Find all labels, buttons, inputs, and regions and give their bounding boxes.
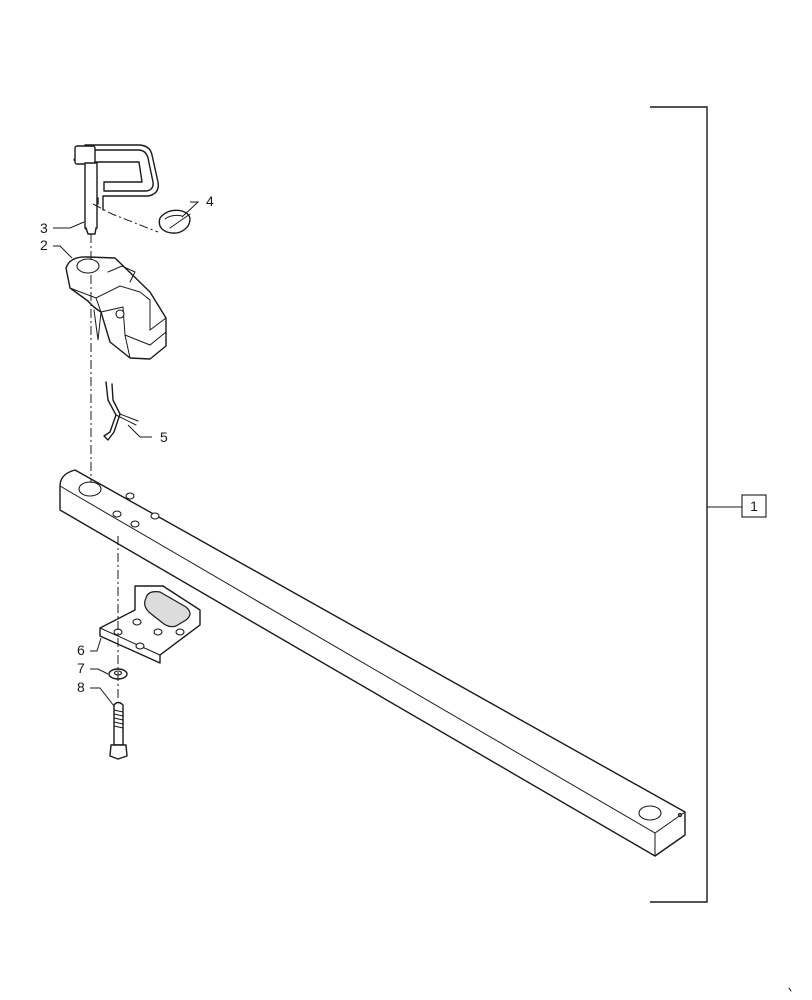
callout-5: 5 xyxy=(160,429,168,445)
callout-2: 2 xyxy=(40,237,48,253)
lynch-pin xyxy=(158,209,191,234)
assembly-bracket: 1 xyxy=(650,106,767,903)
callout-6: 6 xyxy=(77,642,85,658)
callout-3: 3 xyxy=(40,220,48,236)
support-plate xyxy=(99,585,201,664)
callout-4: 4 xyxy=(206,193,214,209)
hitch-clevis xyxy=(65,256,167,360)
callout-labels: 4 3 2 5 6 7 8 xyxy=(40,193,214,707)
drawbar xyxy=(59,469,686,857)
alignment-lines xyxy=(90,203,159,700)
callout-8: 8 xyxy=(77,679,85,695)
hitch-pin xyxy=(73,144,159,235)
callout-7: 7 xyxy=(77,660,85,676)
callout-1: 1 xyxy=(750,498,758,514)
spring-clip xyxy=(103,381,139,441)
corner-mark xyxy=(788,987,792,992)
bolt xyxy=(109,701,128,760)
